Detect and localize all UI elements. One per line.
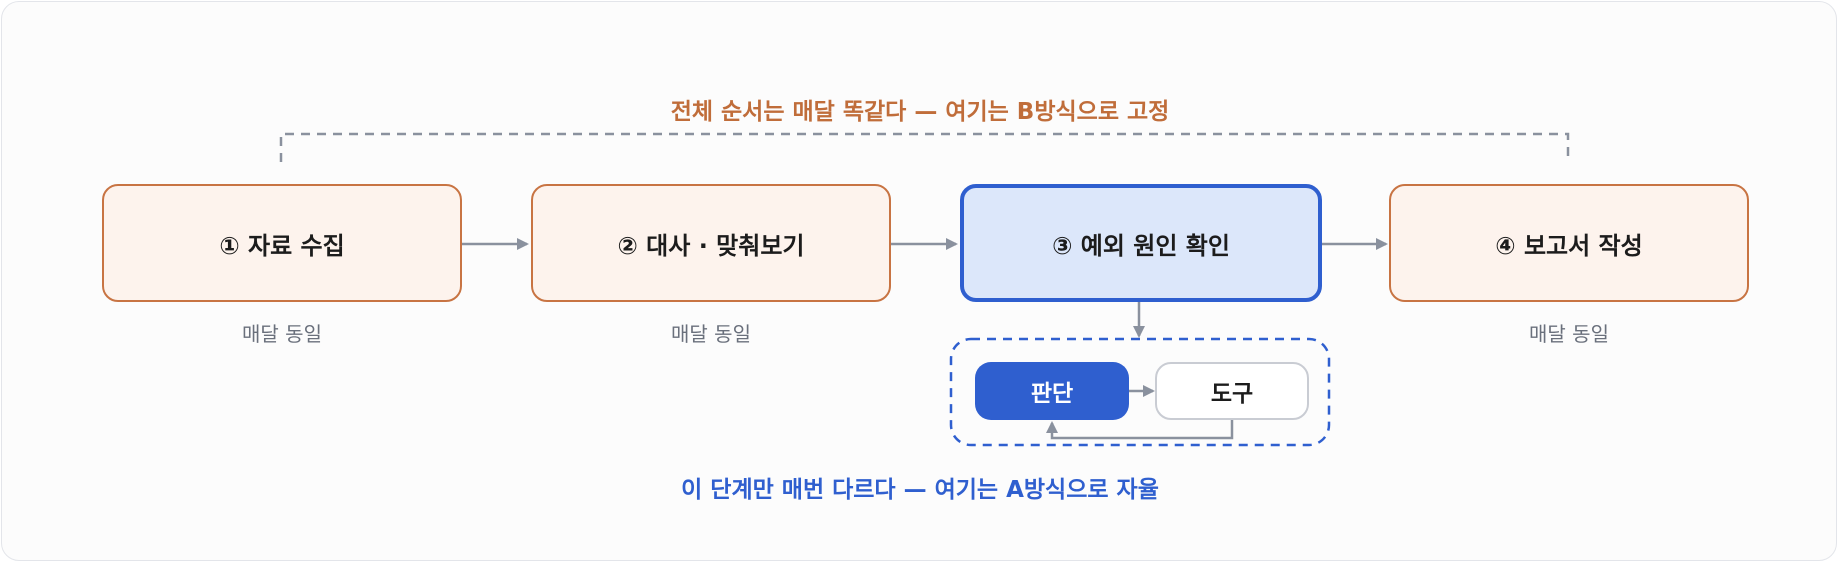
autonomy-loop-container [949, 337, 1331, 447]
step-data-collection: ① 자료 수집 [102, 184, 462, 302]
step-reconciliation: ② 대사 · 맞춰보기 [531, 184, 891, 302]
step-exception-review: ③ 예외 원인 확인 [960, 184, 1322, 302]
judgment-node: 판단 [975, 362, 1129, 420]
autonomy-note: 이 단계만 매번 다르다 — 여기는 A방식으로 자율 [681, 477, 1159, 503]
fixed-sequence-bracket [279, 132, 1570, 162]
step-reconciliation-note: 매달 동일 [671, 322, 751, 346]
tool-node: 도구 [1155, 362, 1309, 420]
step-report-writing: ④ 보고서 작성 [1389, 184, 1749, 302]
arrow-tool-to-judge [1046, 420, 1234, 440]
step-data-collection-note: 매달 동일 [242, 322, 322, 346]
step-report-writing-note: 매달 동일 [1529, 322, 1609, 346]
fixed-sequence-note: 전체 순서는 매달 똑같다 — 여기는 B방식으로 고정 [670, 99, 1170, 125]
